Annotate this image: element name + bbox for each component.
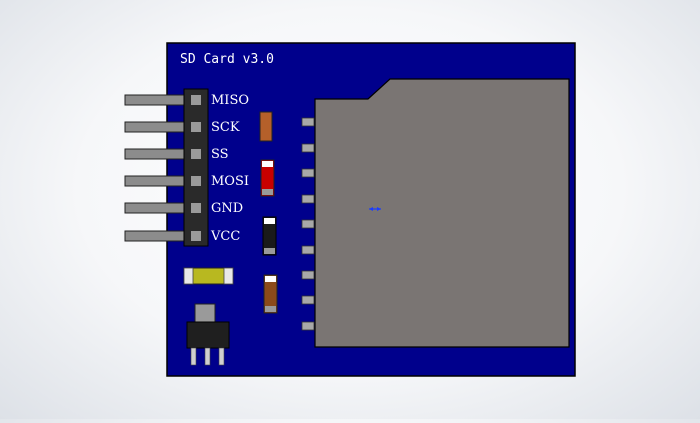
header-pin-end xyxy=(191,231,201,241)
socket-contact xyxy=(301,295,315,305)
socket-contact xyxy=(301,270,315,280)
pin-label-sck: SCK xyxy=(211,120,240,135)
pin-label-ss: SS xyxy=(211,147,229,162)
pin-label-mosi: MOSI xyxy=(211,174,250,189)
socket-contact xyxy=(301,194,315,204)
pin-header-body[interactable] xyxy=(183,88,209,247)
header-pin-end xyxy=(191,95,201,105)
socket-contact xyxy=(301,168,315,178)
header-pin-end xyxy=(191,122,201,132)
capacitor-red[interactable] xyxy=(260,159,275,197)
socket-contact xyxy=(301,219,315,229)
sd-card-socket[interactable] xyxy=(314,78,570,348)
sd-socket-contacts xyxy=(301,117,315,331)
socket-contact xyxy=(301,321,315,331)
capacitor-black[interactable] xyxy=(262,216,277,256)
socket-contact xyxy=(301,245,315,255)
pin-label-miso: MISO xyxy=(211,93,250,108)
pin-header-pin-ends xyxy=(191,95,201,241)
header-pin-end xyxy=(191,149,201,159)
origin-triad-icon xyxy=(369,207,381,211)
socket-contact xyxy=(301,117,315,127)
pin-label-gnd: GND xyxy=(211,201,244,216)
voltage-regulator[interactable] xyxy=(186,303,230,366)
crystal-oscillator[interactable] xyxy=(183,267,234,285)
resistor[interactable] xyxy=(259,111,273,142)
header-pin-end xyxy=(191,203,201,213)
socket-contact xyxy=(301,143,315,153)
capacitor-brown[interactable] xyxy=(263,274,278,314)
board-title: SD Card v3.0 xyxy=(180,52,274,67)
pin-label-vcc: VCC xyxy=(211,229,241,244)
header-pin-end xyxy=(191,176,201,186)
